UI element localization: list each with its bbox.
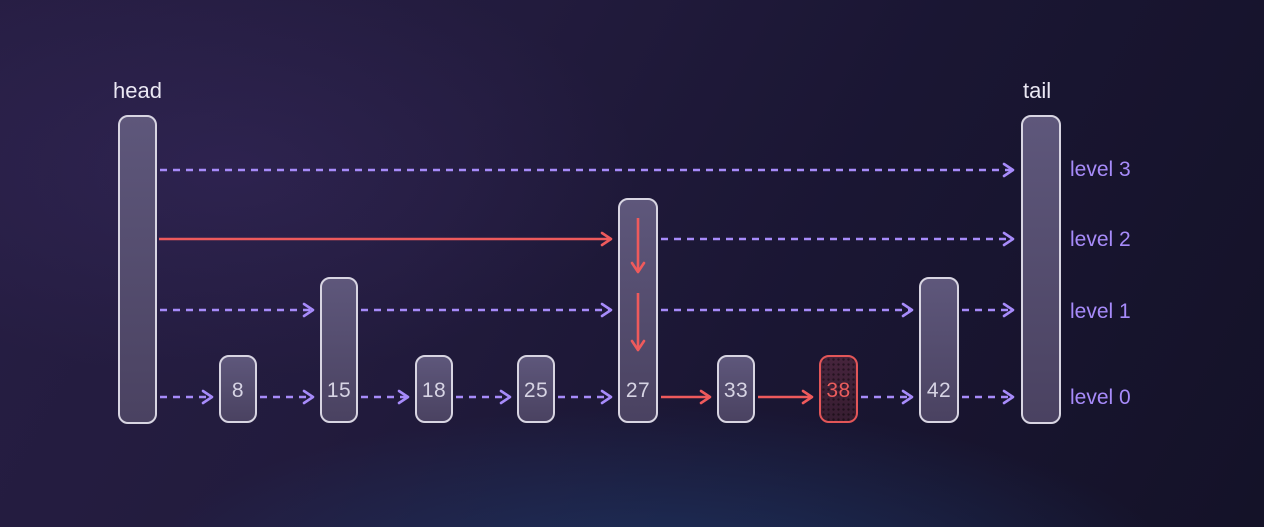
- node-42-value: 42: [926, 379, 952, 402]
- level-0-label: level 0: [1070, 386, 1131, 409]
- node-18: 18: [415, 355, 453, 423]
- tail-label: tail: [1023, 78, 1052, 103]
- node-33-value: 33: [723, 379, 749, 402]
- node-27: 27: [618, 198, 658, 423]
- node-15: 15: [320, 277, 358, 423]
- node-27-value: 27: [625, 379, 651, 402]
- node-25: 25: [517, 355, 555, 423]
- node-8: 8: [219, 355, 257, 423]
- node-25-value: 25: [523, 379, 549, 402]
- node-38-value: 38: [826, 379, 851, 402]
- level-1-label: level 1: [1070, 300, 1131, 323]
- node-15-value: 15: [326, 379, 352, 402]
- level-2-label: level 2: [1070, 228, 1131, 251]
- level-3-label: level 3: [1070, 158, 1131, 181]
- node-42: 42: [919, 277, 959, 423]
- head-label: head: [113, 78, 162, 103]
- tail-sentinel-node: [1021, 115, 1061, 424]
- node-33: 33: [717, 355, 755, 423]
- head-sentinel-node: [118, 115, 157, 424]
- node-38-highlighted: 38: [819, 355, 858, 423]
- node-8-value: 8: [231, 379, 245, 402]
- node-18-value: 18: [421, 379, 447, 402]
